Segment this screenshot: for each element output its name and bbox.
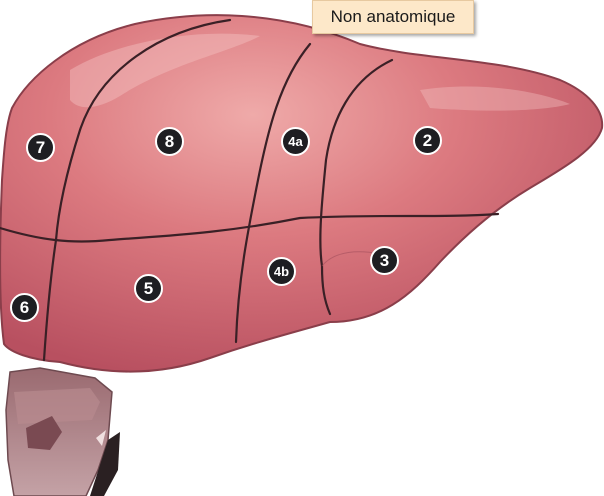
segment-5-marker: 5	[134, 274, 163, 303]
segment-7-marker: 7	[26, 133, 55, 162]
segment-6-marker: 6	[10, 293, 39, 322]
vena-cava-stump	[5, 367, 120, 496]
segment-2-marker: 2	[413, 126, 442, 155]
segment-3-marker: 3	[370, 246, 399, 275]
segment-lines	[0, 18, 500, 362]
non-anatomique-label: Non anatomique	[312, 0, 474, 34]
segment-4b-marker: 4b	[267, 257, 296, 286]
segment-4a-marker: 4a	[281, 127, 310, 156]
segment-8-marker: 8	[155, 127, 184, 156]
